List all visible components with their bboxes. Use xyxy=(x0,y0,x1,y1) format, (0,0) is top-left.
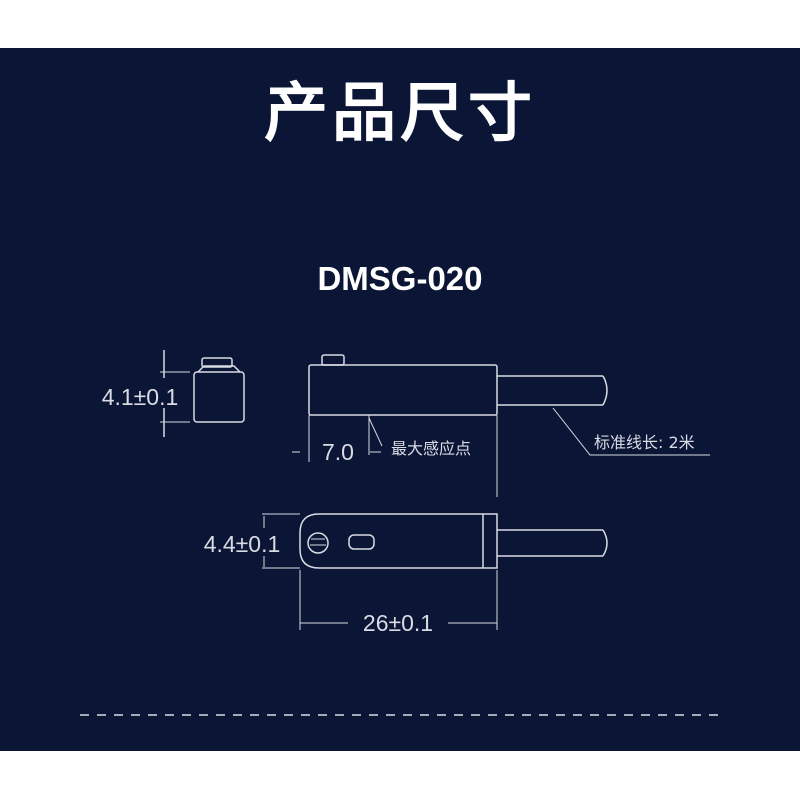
dark-panel xyxy=(0,48,800,751)
cable-length-label: 标准线长: 2米 xyxy=(594,433,695,452)
model-number: DMSG-020 xyxy=(317,260,483,297)
length-dimension-label: 26±0.1 xyxy=(363,610,433,636)
side-view-drawing xyxy=(292,354,710,497)
width-dimension-label: 4.4±0.1 xyxy=(204,531,281,557)
page-title: 产品尺寸 xyxy=(264,77,536,151)
sensing-offset-label: 7.0 xyxy=(322,439,354,465)
end-view-drawing xyxy=(160,350,245,437)
sensing-point-label: 最大感应点 xyxy=(391,439,471,458)
height-dimension-label: 4.1±0.1 xyxy=(102,384,179,410)
top-view-drawing xyxy=(262,513,608,630)
